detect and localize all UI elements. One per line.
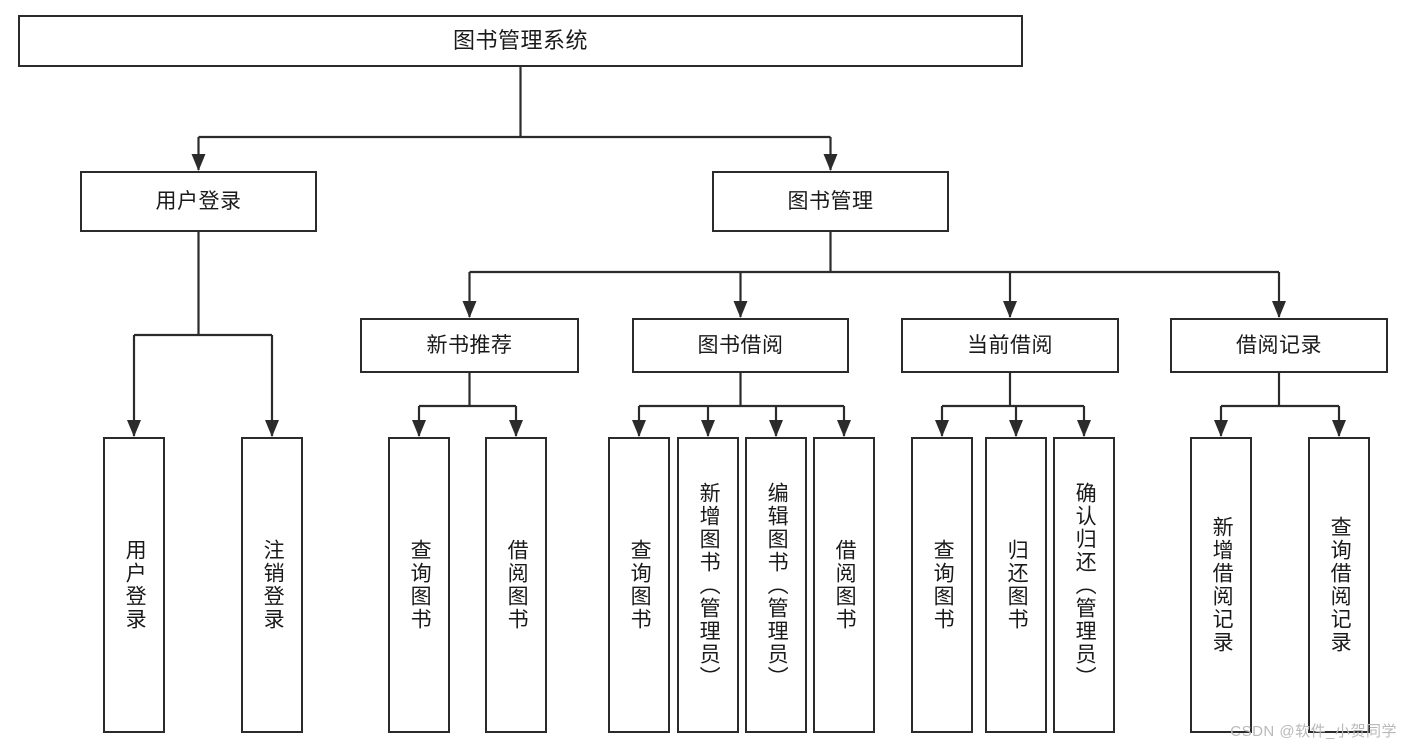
arrow-head-icon-leaf-edit-book — [769, 420, 783, 437]
node-leaf-add-record[interactable]: 新增借阅记录 — [1190, 437, 1252, 733]
node-leaf-add-book[interactable]: 新增图书（管理员） — [677, 437, 739, 733]
node-label-leaf-return-book: 归还图书 — [1005, 539, 1029, 631]
arrow-head-icon-leaf-add-book — [701, 420, 715, 437]
arrow-head-icon-leaf-query-book-current — [935, 420, 949, 437]
node-label-leaf-confirm-return: 确认归还（管理员） — [1073, 481, 1097, 689]
arrow-head-icon-leaf-borrow-book — [837, 420, 851, 437]
arrow-head-icon-book-manage — [823, 154, 838, 171]
node-leaf-borrow-book[interactable]: 借阅图书 — [813, 437, 875, 733]
watermark-label: CSDN @软件_小贺同学 — [1230, 723, 1397, 740]
node-label-root: 图书管理系统 — [452, 27, 588, 53]
node-leaf-user-logout[interactable]: 注销登录 — [241, 437, 303, 733]
node-current-borrow[interactable]: 当前借阅 — [901, 318, 1119, 373]
node-label-leaf-query-book-borrow: 查询图书 — [628, 539, 652, 631]
node-label-leaf-query-book-rec: 查询图书 — [408, 539, 432, 631]
arrow-head-icon-leaf-query-record — [1332, 420, 1346, 437]
node-leaf-return-book[interactable]: 归还图书 — [985, 437, 1047, 733]
arrow-head-icon-leaf-user-logout — [265, 420, 279, 437]
arrow-head-icon-leaf-user-login — [127, 420, 141, 437]
node-label-book-borrow: 图书借阅 — [697, 333, 784, 357]
arrow-head-icon-leaf-confirm-return — [1077, 420, 1091, 437]
arrow-head-icon-leaf-borrow-book-rec — [509, 420, 523, 437]
node-borrow-record[interactable]: 借阅记录 — [1170, 318, 1388, 373]
node-leaf-confirm-return[interactable]: 确认归还（管理员） — [1053, 437, 1115, 733]
node-label-new-book-rec: 新书推荐 — [426, 333, 513, 357]
node-new-book-rec[interactable]: 新书推荐 — [360, 318, 579, 373]
node-book-borrow[interactable]: 图书借阅 — [632, 318, 849, 373]
arrow-head-icon-user-login — [191, 154, 206, 171]
arrow-head-icon-leaf-query-book-borrow — [632, 420, 646, 437]
node-leaf-query-book-rec[interactable]: 查询图书 — [388, 437, 450, 733]
node-book-manage[interactable]: 图书管理 — [712, 171, 949, 232]
node-label-current-borrow: 当前借阅 — [967, 333, 1053, 357]
arrow-head-icon-book-borrow — [733, 301, 748, 318]
node-label-leaf-add-book: 新增图书（管理员） — [697, 481, 721, 689]
node-label-user-login: 用户登录 — [155, 189, 242, 213]
arrow-head-icon-new-book-rec — [462, 301, 477, 318]
node-label-leaf-borrow-book: 借阅图书 — [833, 539, 857, 631]
node-label-leaf-query-record: 查询借阅记录 — [1328, 516, 1352, 654]
node-label-borrow-record: 借阅记录 — [1236, 333, 1322, 357]
node-label-leaf-add-record: 新增借阅记录 — [1210, 516, 1234, 654]
arrow-head-icon-current-borrow — [1003, 301, 1017, 318]
node-leaf-user-login[interactable]: 用户登录 — [103, 437, 165, 733]
arrow-head-icon-leaf-add-record — [1214, 420, 1228, 437]
node-leaf-query-book-borrow[interactable]: 查询图书 — [608, 437, 670, 733]
node-leaf-edit-book[interactable]: 编辑图书（管理员） — [745, 437, 807, 733]
arrow-head-icon-leaf-return-book — [1009, 420, 1023, 437]
node-label-leaf-user-login: 用户登录 — [123, 539, 147, 631]
node-root[interactable]: 图书管理系统 — [18, 15, 1023, 67]
node-user-login[interactable]: 用户登录 — [80, 171, 317, 232]
arrow-head-icon-leaf-query-book-rec — [412, 420, 426, 437]
node-leaf-query-record[interactable]: 查询借阅记录 — [1308, 437, 1370, 733]
node-label-leaf-borrow-book-rec: 借阅图书 — [505, 539, 529, 631]
arrow-head-icon-borrow-record — [1272, 301, 1286, 318]
node-label-leaf-user-logout: 注销登录 — [261, 539, 285, 631]
node-leaf-query-book-current[interactable]: 查询图书 — [911, 437, 973, 733]
node-leaf-borrow-book-rec[interactable]: 借阅图书 — [485, 437, 547, 733]
node-label-leaf-edit-book: 编辑图书（管理员） — [765, 481, 789, 689]
node-label-leaf-query-book-current: 查询图书 — [931, 539, 955, 631]
node-label-book-manage: 图书管理 — [787, 189, 874, 213]
